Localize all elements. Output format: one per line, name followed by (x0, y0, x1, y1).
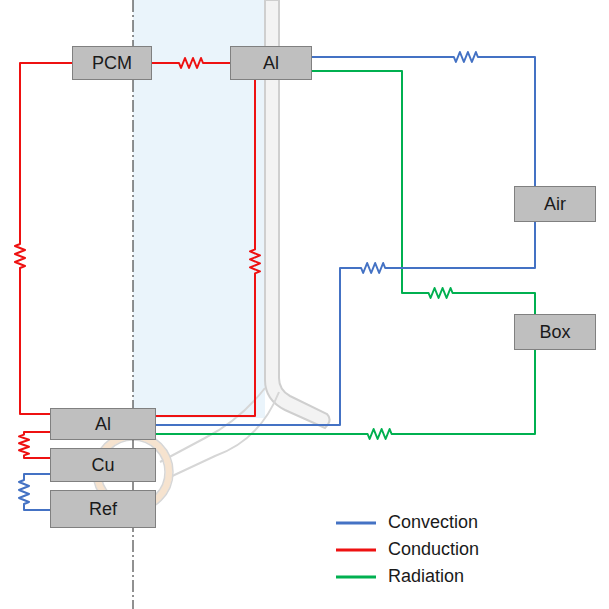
thermal-resistance-link (15, 63, 72, 414)
node-label: Cu (91, 455, 114, 476)
node-label: PCM (92, 53, 132, 74)
thermal-node-box: Al (50, 408, 156, 440)
legend-text: Conduction (388, 539, 479, 560)
legend-line-sample (336, 576, 376, 579)
node-label: Air (544, 194, 566, 215)
thermal-node-box: Air (514, 186, 596, 222)
node-label: Al (263, 53, 279, 74)
thermal-node-box: Ref (50, 490, 156, 528)
node-label: Box (539, 322, 570, 343)
thermal-resistance-link (19, 474, 50, 510)
thermal-node-box: PCM (72, 46, 152, 80)
thermal-resistance-link (152, 58, 230, 68)
thermal-node-box: Al (230, 46, 312, 80)
legend-text: Radiation (388, 566, 464, 587)
node-label: Al (95, 414, 111, 435)
thermal-resistance-link (156, 80, 260, 416)
legend-text: Convection (388, 512, 478, 533)
legend-line-sample (336, 522, 376, 525)
legend-line-sample (336, 549, 376, 552)
thermal-node-box: Box (514, 314, 596, 350)
thermal-node-box: Cu (50, 448, 156, 482)
thermal-resistance-link (312, 71, 535, 314)
thermal-resistance-link (156, 350, 535, 439)
thermal-resistance-link (19, 432, 50, 458)
node-label: Ref (89, 499, 117, 520)
thermal-resistance-link (312, 52, 535, 186)
thermal-resistance-link (156, 222, 535, 425)
